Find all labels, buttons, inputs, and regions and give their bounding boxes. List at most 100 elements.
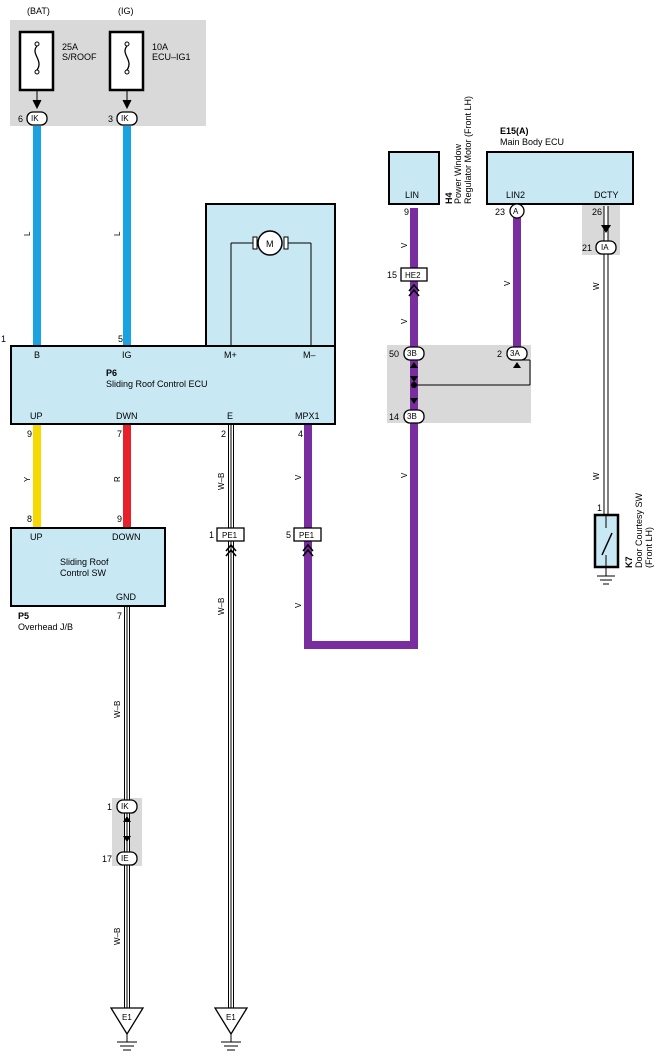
- ecu-name: Sliding Roof Control ECU: [106, 379, 208, 389]
- connector-he2: [400, 267, 428, 282]
- wire-label-w-1: W: [592, 282, 601, 290]
- ecu-id: P6: [106, 368, 117, 378]
- connector-ia-arrow: [601, 225, 611, 233]
- connector-3a: [506, 346, 528, 361]
- ecu-pin-b: B: [34, 350, 40, 360]
- switch-name-2: Control SW: [60, 568, 107, 578]
- connector-3b-1-label: 3B: [407, 349, 417, 358]
- switch-pin-up: UP: [30, 532, 43, 542]
- pin-3: 3: [108, 114, 113, 124]
- pin-7a: 7: [117, 429, 122, 439]
- pin-2b: 2: [497, 349, 502, 359]
- connector-3a-arrow: [513, 362, 521, 368]
- wire-label-v-4: V: [400, 318, 409, 324]
- splice-point: [411, 382, 417, 388]
- ground-e1-left-label: E1: [122, 1013, 132, 1022]
- connector-ik-3: [116, 799, 138, 814]
- wire-label-v-2: V: [294, 602, 303, 608]
- connector-he2-chevron: [408, 283, 420, 297]
- pin-14: 14: [389, 412, 399, 422]
- pin-26: 26: [592, 207, 602, 217]
- pin-9b: 9: [117, 514, 122, 524]
- fuse1-rating: 25A: [62, 42, 78, 52]
- wire-label-wb-2: W–B: [217, 598, 226, 615]
- ecu-pin-num-5: 5: [118, 334, 123, 344]
- connector-pe1-2-label: PE1: [299, 531, 315, 540]
- wire-label-wb-1: W–B: [217, 473, 226, 490]
- connector-pe1-1-label: PE1: [222, 531, 238, 540]
- ecu-pin-dwn: DWN: [116, 411, 138, 421]
- k7-name-2: (Front LH): [644, 527, 654, 568]
- ecu-pin-num-1: 1: [1, 334, 6, 344]
- pin-9c: 9: [404, 207, 409, 217]
- ig-label: (IG): [118, 6, 134, 16]
- sliding-roof-ecu-box: [10, 345, 336, 425]
- pin-1-pe1: 1: [209, 530, 214, 540]
- e15-pin-lin2: LIN2: [506, 190, 525, 200]
- switch-location: Overhead J/B: [18, 622, 73, 632]
- ground-e1-right-label: E1: [226, 1013, 236, 1022]
- e15-id: E15(A): [500, 126, 529, 136]
- connector-pe1-1-chevron: [225, 543, 237, 557]
- wire-label-l-1: L: [23, 231, 32, 236]
- pin-1-k7: 1: [597, 503, 602, 513]
- pin-7b: 7: [117, 611, 122, 621]
- wire-label-v-3: V: [400, 242, 409, 248]
- wire-label-l-2: L: [113, 231, 122, 236]
- k7-id: K7: [624, 556, 634, 568]
- wire-label-r: R: [113, 476, 122, 482]
- connector-3b-2-arrow: [410, 398, 418, 404]
- bat-label: (BAT): [27, 6, 50, 16]
- connector-pe1-1: [216, 527, 245, 542]
- ecu-pin-up: UP: [30, 411, 43, 421]
- switch-pin-down: DOWN: [112, 532, 141, 542]
- door-courtesy-switch: [593, 513, 620, 585]
- pin-2a: 2: [221, 429, 226, 439]
- e15-name: Main Body ECU: [500, 137, 564, 147]
- wire-label-w-2: W: [592, 472, 601, 480]
- fuse-sroof: [18, 30, 55, 110]
- connector-a-label: A: [513, 207, 519, 216]
- h4-name-2: Regulator Motor (Front LH): [463, 96, 473, 204]
- connector-ia-label: IA: [601, 243, 609, 252]
- connector-ik-3-arrows: [123, 816, 131, 842]
- pin-17: 17: [102, 854, 112, 864]
- ecu-pin-ig: IG: [122, 350, 132, 360]
- wire-label-y: Y: [23, 476, 32, 482]
- connector-ik-1: [26, 111, 48, 126]
- fuse-ecu-ig1: [108, 30, 145, 110]
- connector-3b-1-arrows: [410, 362, 418, 382]
- connector-pe1-2: [293, 527, 322, 542]
- ground-e1-left: [109, 1007, 145, 1051]
- connector-3b-2-label: 3B: [407, 412, 417, 421]
- wire-label-wb-4: W–B: [113, 928, 122, 945]
- main-body-ecu-box: [486, 151, 634, 205]
- connector-ik-2: [116, 111, 138, 126]
- pin-9a: 9: [27, 429, 32, 439]
- connector-he2-label: HE2: [405, 271, 421, 280]
- pin-21: 21: [582, 243, 592, 253]
- ecu-pin-mpx1: MPX1: [295, 411, 320, 421]
- power-window-motor-box: [388, 151, 440, 205]
- pin-15: 15: [387, 270, 397, 280]
- ecu-pin-mminus: M–: [303, 350, 316, 360]
- fuse2-name: ECU–IG1: [152, 52, 191, 62]
- pin-50: 50: [389, 349, 399, 359]
- pin-6: 6: [18, 114, 23, 124]
- connector-3b-1: [403, 346, 425, 361]
- h4-id: H4: [444, 192, 454, 204]
- connector-ie: [116, 851, 138, 866]
- k7-name-1: Door Courtesy SW: [634, 492, 644, 568]
- switch-name-1: Sliding Roof: [60, 557, 109, 567]
- pin-1-ik: 1: [107, 802, 112, 812]
- fuse2-rating: 10A: [152, 42, 168, 52]
- wire-label-v-1: V: [294, 474, 303, 480]
- connector-pe1-2-chevron: [302, 543, 314, 557]
- connector-3a-label: 3A: [510, 349, 520, 358]
- motor-label: M: [266, 239, 274, 249]
- connector-ik-2-label: IK: [121, 114, 129, 123]
- switch-pin-gnd: GND: [116, 592, 137, 602]
- pin-23: 23: [495, 207, 505, 217]
- pin-8: 8: [27, 514, 32, 524]
- connector-ie-label: IE: [121, 854, 129, 863]
